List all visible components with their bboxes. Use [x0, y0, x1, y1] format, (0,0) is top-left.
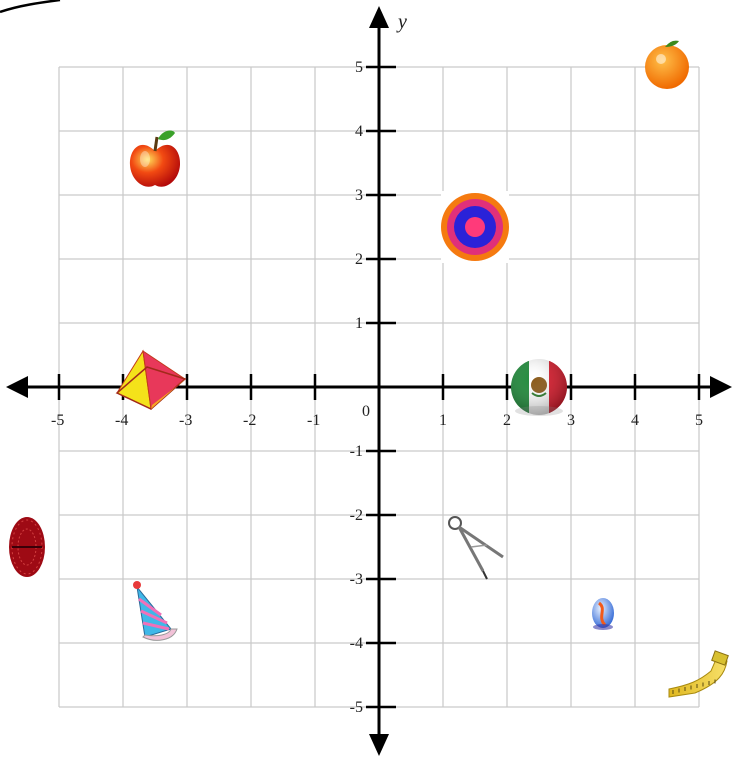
- y-tick-label: 1: [355, 315, 363, 332]
- x-tick-label: 1: [439, 412, 447, 429]
- x-tick-label: 2: [503, 412, 511, 429]
- apple-icon: [129, 130, 181, 187]
- x-tick-label: -5: [51, 412, 64, 429]
- x-tick-label: -2: [243, 412, 256, 429]
- x-axis-left-arrow: [6, 376, 28, 398]
- axis-tick-labels: -5 -4 -3 -2 -1 1 2 3 4 5 5 4 3 2 1 -1 -2 -3 -4 -5: [51, 59, 703, 716]
- red-egg-icon: [9, 517, 45, 577]
- y-tick-label: 3: [355, 187, 363, 204]
- orange-icon: [645, 40, 689, 89]
- axis-ticks: [57, 65, 701, 709]
- plotted-points: [9, 40, 729, 698]
- y-axis-up-arrow: [369, 6, 389, 28]
- y-tick-label: -4: [350, 635, 363, 652]
- x-tick-label: 3: [567, 412, 575, 429]
- x-tick-label: 5: [695, 412, 703, 429]
- marble-icon: [592, 598, 614, 630]
- y-tick-label: 2: [355, 251, 363, 268]
- x-tick-label: -3: [179, 412, 192, 429]
- y-tick-label: -5: [350, 699, 363, 716]
- x-axis: [6, 376, 732, 398]
- compass-icon: [448, 516, 504, 580]
- y-tick-label: -2: [350, 507, 363, 524]
- target-icon: [441, 191, 509, 263]
- mexico-flag-ball-icon: [511, 359, 567, 416]
- pyramid-icon: [115, 349, 187, 410]
- origin-label: 0: [362, 403, 370, 420]
- corner-stroke: [0, 0, 61, 14]
- y-tick-label: -1: [350, 443, 363, 460]
- x-axis-right-arrow: [710, 376, 732, 398]
- y-axis-down-arrow: [369, 734, 389, 756]
- y-axis: [369, 6, 389, 756]
- y-axis-label: y: [396, 11, 407, 33]
- party-hat-icon: [133, 581, 178, 641]
- measuring-tape-icon: [668, 650, 729, 698]
- y-tick-label: 4: [355, 123, 363, 140]
- y-tick-label: 5: [355, 59, 363, 76]
- x-tick-label: 4: [631, 412, 639, 429]
- x-tick-label: -1: [307, 412, 320, 429]
- x-tick-label: -4: [115, 412, 128, 429]
- y-tick-label: -3: [350, 571, 363, 588]
